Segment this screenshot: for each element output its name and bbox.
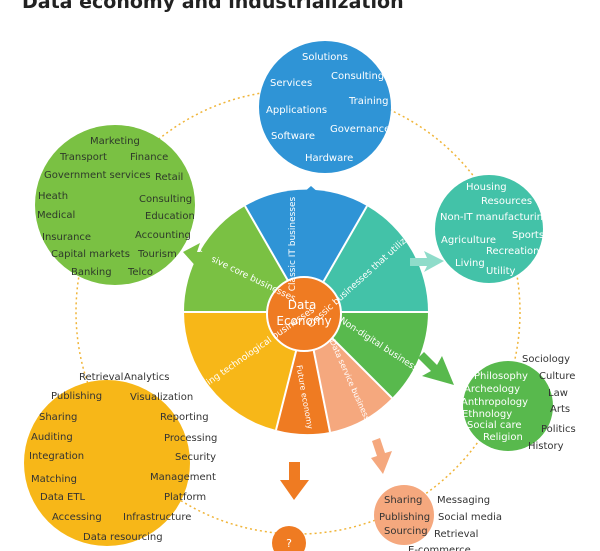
circle-data-service (374, 485, 434, 545)
service-out-item: E-commerce (408, 545, 471, 551)
nondigital-in-item: Ethnology (462, 409, 512, 420)
service-in-item: Sourcing (384, 526, 428, 537)
utilize-item: Sports (512, 230, 544, 241)
circle-data-intensive (35, 125, 195, 285)
service-in-item: Publishing (379, 512, 430, 523)
nondigital-out-item: Arts (550, 404, 570, 415)
nondigital-out-item: Politics (541, 424, 576, 435)
wedge-classic-it (245, 189, 367, 312)
service-in-item: Sharing (384, 495, 422, 506)
arrow-right-icon (410, 251, 444, 272)
arrow-left-icon (183, 243, 212, 271)
nondigital-in-item: Archeology (464, 384, 520, 395)
it-item: Services (270, 78, 312, 89)
enabling-item: Data ETL (40, 492, 85, 503)
nondigital-out-item: Law (548, 388, 568, 399)
center-label: Data Economy (276, 298, 331, 328)
it-item: Software (271, 131, 315, 142)
utilize-item: Recreation (486, 246, 539, 257)
enabling-item: Retrieval (79, 372, 123, 383)
circle-classic-it (259, 41, 391, 173)
enabling-item: Matching (31, 474, 77, 485)
service-out-item: Social media (438, 512, 502, 523)
center-circle (266, 276, 342, 352)
circle-non-digital (463, 361, 553, 451)
arrow-down-right-icon (418, 352, 454, 385)
service-out-item: Retrieval (434, 529, 478, 540)
it-item: Training (348, 96, 388, 107)
enabling-item: Reporting (160, 412, 209, 423)
it-item: Applications (266, 105, 327, 116)
intensive-item: Education (145, 211, 195, 222)
enabling-item: Data resourcing (83, 532, 163, 543)
enabling-item: Visualization (130, 392, 193, 403)
intensive-item: Heath (38, 191, 68, 202)
intensive-item: Capital markets (51, 249, 130, 260)
enabling-item: Processing (164, 433, 217, 444)
it-item: Solutions (302, 52, 348, 63)
circle-classic-utilize (435, 175, 543, 283)
utilize-item: Non-IT manufacturing (440, 212, 549, 223)
wedge-future-economy (276, 312, 330, 435)
intensive-item: Government services (44, 170, 151, 181)
enabling-item: Integration (29, 451, 84, 462)
intensive-item: Marketing (90, 136, 140, 147)
enabling-item: Security (175, 452, 216, 463)
utilize-item: Resources (481, 196, 532, 207)
intensive-item: Finance (130, 152, 168, 163)
nondigital-inside-items: PhilosophyArcheologyAnthropologyEthnolog… (461, 371, 528, 443)
intensive-item: Insurance (42, 232, 91, 243)
nondigital-in-item: Anthropology (461, 397, 528, 408)
utilize-item: Housing (466, 182, 507, 193)
arrow-up-icon (295, 186, 327, 213)
enabling-item: Platform (164, 492, 206, 503)
diagram-title: Data economy and industrialization (22, 0, 404, 13)
it-item: Governance (330, 124, 390, 135)
intensive-item: Medical (37, 210, 75, 221)
nondigital-out-item: Culture (539, 371, 575, 382)
wedge-classic-utilize (306, 206, 429, 312)
intensive-item: Banking (71, 267, 112, 278)
intensive-item: Tourism (137, 249, 177, 260)
circle-future (272, 526, 306, 551)
it-item: Consulting (331, 71, 384, 82)
enabling-item: Publishing (51, 391, 102, 402)
nondigital-in-item: Social care (467, 420, 522, 431)
enabling-item: Analytics (124, 372, 169, 383)
label-classic: Classic IT businesses (288, 196, 298, 291)
arrow-down-orange-icon (280, 462, 309, 500)
intensive-item: Consulting (139, 194, 192, 205)
intensive-item: Retail (155, 172, 183, 183)
enabling-item: Accessing (52, 512, 102, 523)
circle-data-enabling (24, 380, 190, 546)
enabling-item: Sharing (39, 412, 77, 423)
nondigital-out-item: History (528, 441, 564, 452)
utilize-item: Agriculture (441, 235, 496, 246)
intensive-item: Telco (127, 267, 153, 278)
service-out-item: Messaging (437, 495, 490, 506)
wedge-data-enabling (184, 312, 306, 430)
enabling-item: Infrastructure (123, 512, 191, 523)
wedge-data-intensive (183, 206, 306, 312)
it-item: Hardware (305, 153, 353, 164)
nondigital-out-item: Sociology (522, 354, 570, 365)
nondigital-in-item: Religion (483, 432, 523, 443)
intensive-item: Accounting (135, 230, 191, 241)
future-mark: ? (286, 537, 292, 550)
utilize-item: Living (455, 258, 485, 269)
arrow-down-salmon-icon (371, 438, 392, 474)
enabling-item: Auditing (31, 432, 73, 443)
nondigital-in-item: Philosophy (474, 371, 528, 382)
enabling-item: Management (150, 472, 216, 483)
it-items: SolutionsConsultingServicesTrainingAppli… (266, 52, 390, 164)
utilize-item: Utility (486, 266, 515, 277)
intensive-item: Transport (59, 152, 107, 163)
